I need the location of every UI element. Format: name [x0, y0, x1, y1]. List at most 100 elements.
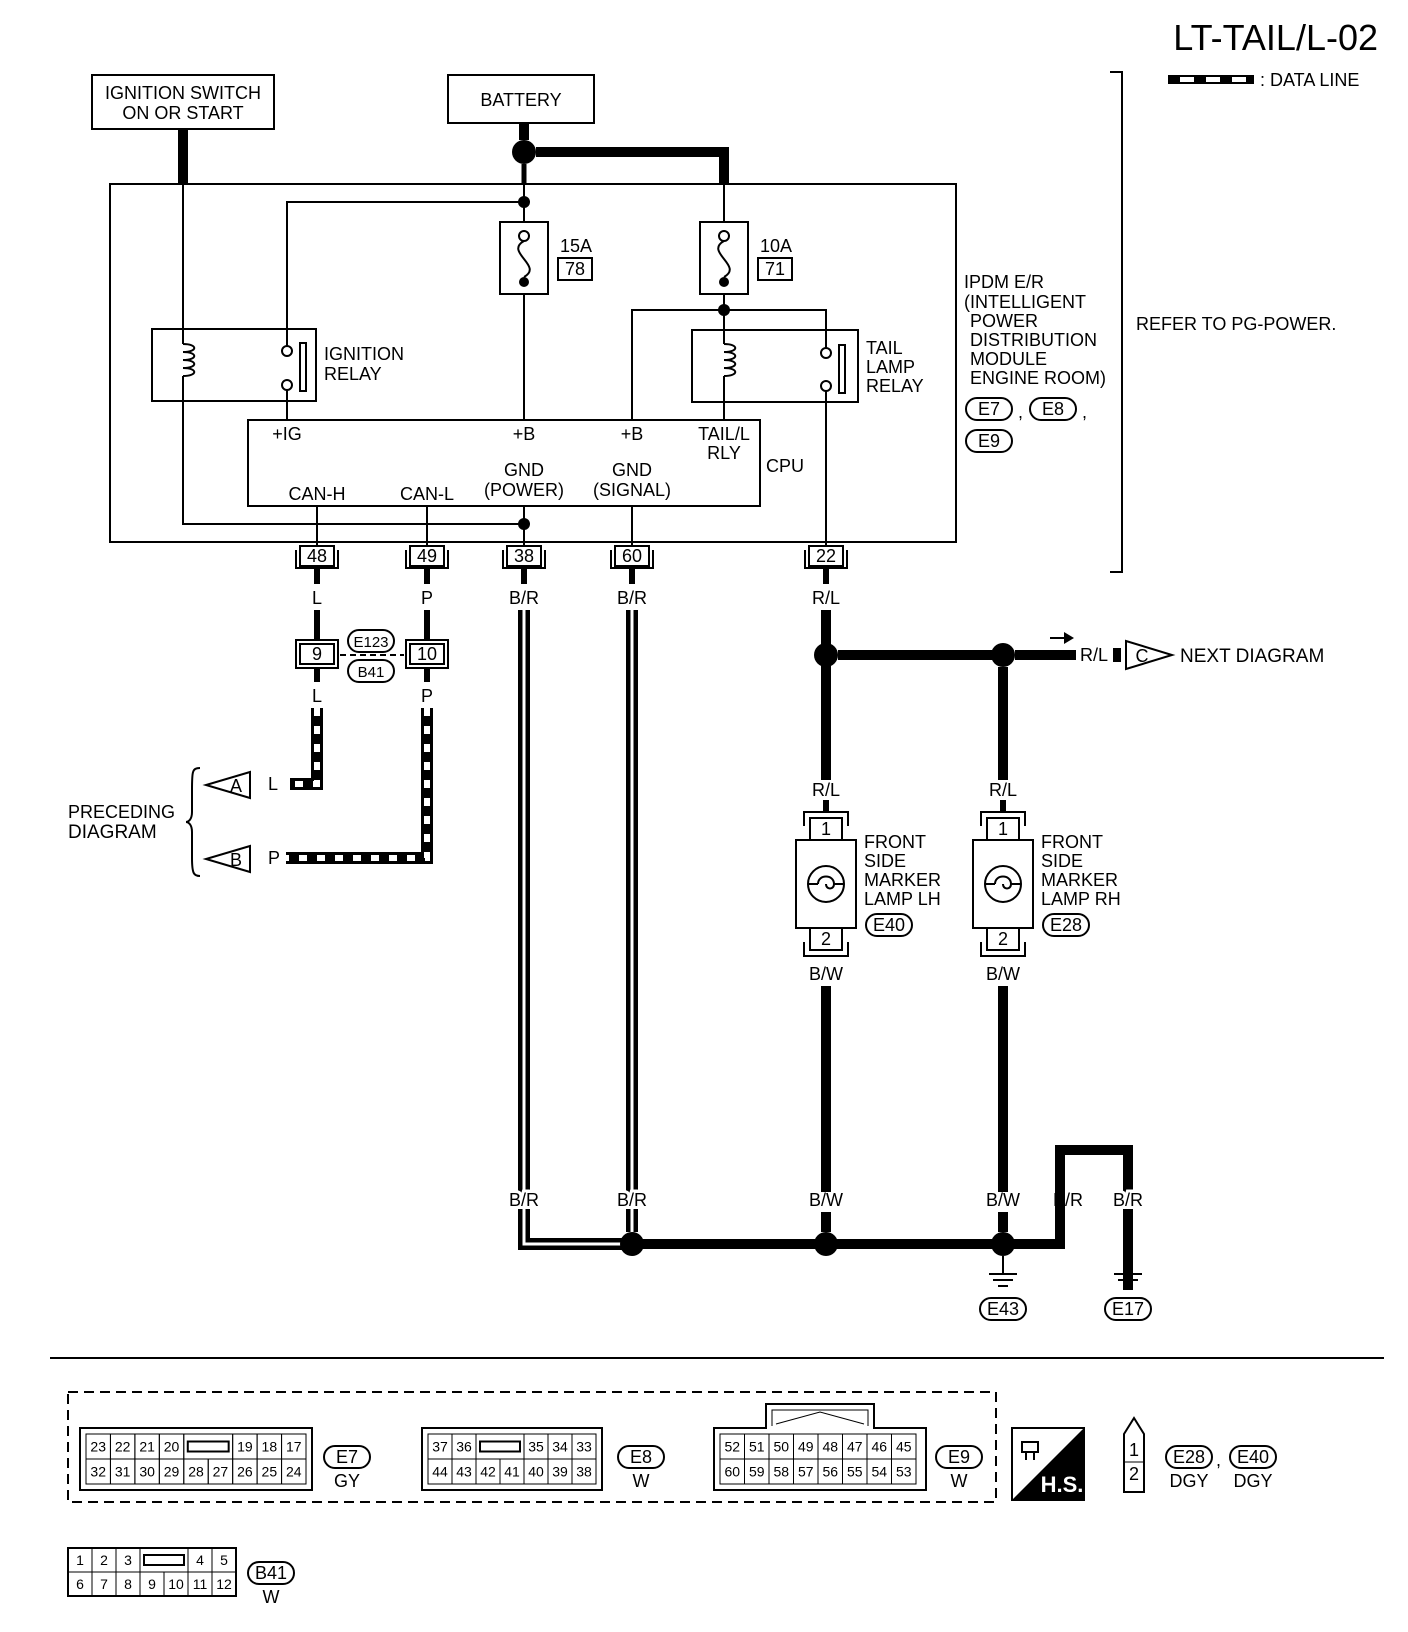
cv-e9-bottom-pin-label: 54: [871, 1464, 887, 1480]
cv-e8-bottom-pin-label: 41: [504, 1464, 520, 1480]
wire-label-p-2: P: [421, 686, 433, 706]
cv-b41-top-pin-label: 5: [220, 1552, 228, 1568]
wire-label-p-3: P: [268, 848, 280, 868]
cpu-pin-tail-l: TAIL/L: [698, 424, 750, 444]
fuse-15a: 15A 78: [499, 221, 593, 295]
wire-label-rl-rh: R/L: [989, 780, 1017, 800]
svg-text:60: 60: [622, 546, 642, 566]
cv-e7-bottom-pin-label: 29: [164, 1464, 180, 1480]
cv-b41-top-pin-label: 1: [76, 1552, 84, 1568]
lamp-rh-label-1: FRONT: [1041, 832, 1103, 852]
refer-note: REFER TO PG-POWER.: [1136, 314, 1336, 334]
cpu-pin-gnd-signal-1: GND: [612, 460, 652, 480]
terminal-60: 60: [610, 545, 654, 569]
connector-e8-id: E8: [630, 1447, 652, 1467]
cpu-block: +IG +B +B TAIL/L RLY CPU CAN-H CAN-L GND…: [247, 419, 804, 507]
cv-e8-bottom-pin-label: 44: [432, 1464, 448, 1480]
next-diagram-label: NEXT DIAGRAM: [1180, 646, 1324, 667]
cv-e9-bottom-pin-label: 60: [724, 1464, 740, 1480]
cv-e7-bottom-pin-label: 27: [213, 1464, 229, 1480]
cv-e9-bottom-pin-label: 56: [822, 1464, 838, 1480]
page-title: LT-TAIL/L-02: [1173, 17, 1378, 58]
cv-e8-bottom-pin-label: 43: [456, 1464, 472, 1480]
lamp-connector-pin-1: 1: [1129, 1440, 1139, 1460]
cpu-label: CPU: [766, 456, 804, 476]
joint-pin-9: 9: [312, 644, 322, 664]
lamp-lh-pin-1: 1: [821, 819, 831, 839]
terminal-49: 49: [405, 545, 449, 569]
cv-b41-top-key-slot: [143, 1554, 185, 1566]
ipdm-connector-e9: E9: [978, 431, 1000, 451]
lamp-rh-pin-2: 2: [998, 929, 1008, 949]
fuse-10a-amps: 10A: [760, 236, 792, 256]
cv-e8-top-pin-label: 36: [456, 1439, 472, 1455]
wire-label-rl-22: R/L: [812, 588, 840, 608]
cv-e8-bottom-pin-label: 38: [576, 1464, 592, 1480]
lamp-connector-e40: E40: [1237, 1447, 1269, 1467]
cv-b41-top-pin-label: 4: [196, 1552, 204, 1568]
cv-e9-top-pin-label: 45: [896, 1439, 912, 1455]
cv-e7-top-key-slot: [186, 1440, 230, 1453]
wire-label-rl-next: R/L: [1080, 645, 1108, 665]
cv-e8-top-pin-label: 33: [576, 1439, 592, 1455]
wire-label-l-1: L: [312, 588, 322, 608]
ipdm-sep-2: ,: [1082, 402, 1087, 422]
wire-label-br-bottom-4: B/R: [1113, 1190, 1143, 1210]
cv-e7-bottom-pin-label: 24: [286, 1464, 302, 1480]
cv-e8-bottom-cell: [571, 1458, 597, 1485]
svg-text:48: 48: [307, 546, 327, 566]
cv-e7-top-pin-label: 20: [164, 1439, 180, 1455]
ipdm-label-6: ENGINE ROOM): [970, 368, 1106, 388]
tail-lamp-relay: TAIL LAMP RELAY: [691, 329, 924, 420]
ipdm-label-5: MODULE: [970, 349, 1047, 369]
cv-e7-bottom-pin-label: 30: [139, 1464, 155, 1480]
preceding-mark-b: B: [202, 844, 251, 874]
cv-b41-bottom-pin-label: 10: [168, 1576, 184, 1592]
cv-e8-bottom-pin-label: 42: [480, 1464, 496, 1480]
ignition-relay-label-2: RELAY: [324, 364, 382, 384]
front-side-marker-lamp-rh: 1 2 FRONT SIDE MARKER LAMP RH E28: [972, 811, 1121, 957]
cpu-pin-gnd-signal-2: (SIGNAL): [593, 480, 671, 500]
lamp-connector-e28: E28: [1173, 1447, 1205, 1467]
legend-label: : DATA LINE: [1260, 70, 1359, 90]
fuse-15a-amps: 15A: [560, 236, 592, 256]
joint-connector-b41: B41: [358, 664, 385, 681]
wire-label-bw-lh: B/W: [809, 964, 843, 984]
lamp-lh-pin-2: 2: [821, 929, 831, 949]
tail-lamp-relay-label-3: RELAY: [866, 376, 924, 396]
cpu-pin-can-h: CAN-H: [289, 484, 346, 504]
lamp-rh-label-4: LAMP RH: [1041, 889, 1121, 909]
cv-e7-top-pin-label: 19: [237, 1439, 253, 1455]
cv-e8-bottom-pin-label: 40: [528, 1464, 544, 1480]
ipdm-connector-e8: E8: [1042, 399, 1064, 419]
next-mark-c: C: [1125, 639, 1176, 671]
terminal-38: 38: [502, 545, 546, 569]
cv-e9-top-pin-label: 46: [871, 1439, 887, 1455]
lamp-rh-label-3: MARKER: [1041, 870, 1118, 890]
connector-e7-id: E7: [336, 1447, 358, 1467]
preceding-mark-a: A: [202, 770, 251, 800]
cv-e8-top-pin-label: 34: [552, 1439, 568, 1455]
connector-e7-color: GY: [334, 1471, 360, 1491]
ignition-relay: IGNITION RELAY: [151, 328, 404, 402]
cv-b41-bottom-pin-label: 7: [100, 1576, 108, 1592]
lamp-lh-connector: E40: [873, 915, 905, 935]
ipdm-label-3: POWER: [970, 311, 1038, 331]
cv-e9-bottom-pin-label: 59: [749, 1464, 765, 1480]
ignition-relay-label-1: IGNITION: [324, 344, 404, 364]
cv-e9-top-pin-label: 51: [749, 1439, 765, 1455]
ground-e43-label: E43: [987, 1299, 1019, 1319]
fuse-15a-number: 78: [565, 259, 585, 279]
cv-b41-bottom-pin-label: 12: [216, 1576, 232, 1592]
svg-text:C: C: [1136, 646, 1149, 666]
terminal-48: 48: [295, 545, 339, 569]
lamp-lh-label-2: SIDE: [864, 851, 906, 871]
ground-e43-icon: E43: [979, 1256, 1027, 1321]
ipdm-er-box: [109, 183, 957, 543]
